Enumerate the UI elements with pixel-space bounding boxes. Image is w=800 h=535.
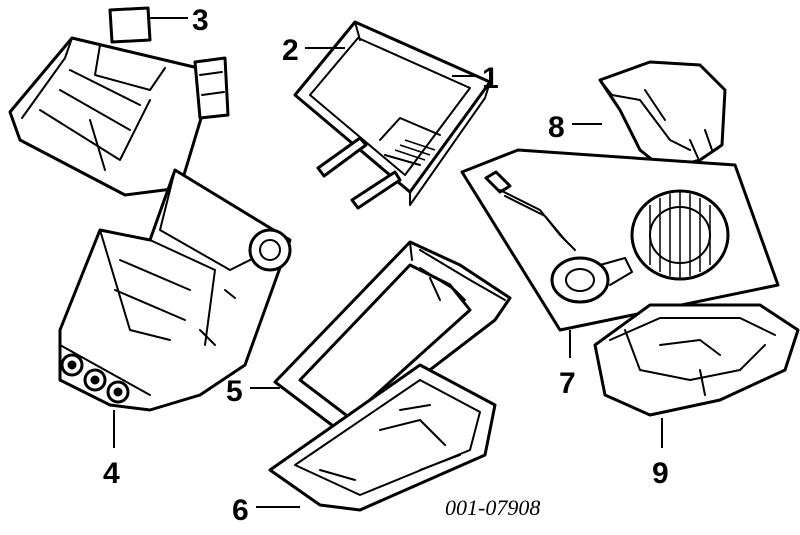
- callout-5: 5: [226, 375, 243, 408]
- reference-code: 001-07908: [445, 495, 540, 520]
- part-7-blower-motor-assembly: [460, 148, 780, 332]
- leader-lines: [113, 17, 663, 508]
- callout-9: 9: [652, 457, 669, 490]
- callout-6: 6: [232, 494, 249, 527]
- part-9-blower-housing: [593, 303, 800, 417]
- callout-7: 7: [559, 367, 576, 400]
- callout-8: 8: [548, 111, 565, 144]
- part-4-distribution-housing: [58, 168, 292, 412]
- callout-1: 1: [482, 62, 499, 95]
- part-5-frame: [273, 240, 512, 437]
- callout-2: 2: [282, 34, 299, 67]
- part-8-blower-cover: [598, 60, 727, 172]
- part-3-housing: [8, 6, 230, 197]
- callout-3: 3: [192, 4, 209, 37]
- part-6-tray: [268, 363, 497, 512]
- part-1-2-heater-core: [293, 20, 492, 210]
- callout-4: 4: [103, 457, 120, 490]
